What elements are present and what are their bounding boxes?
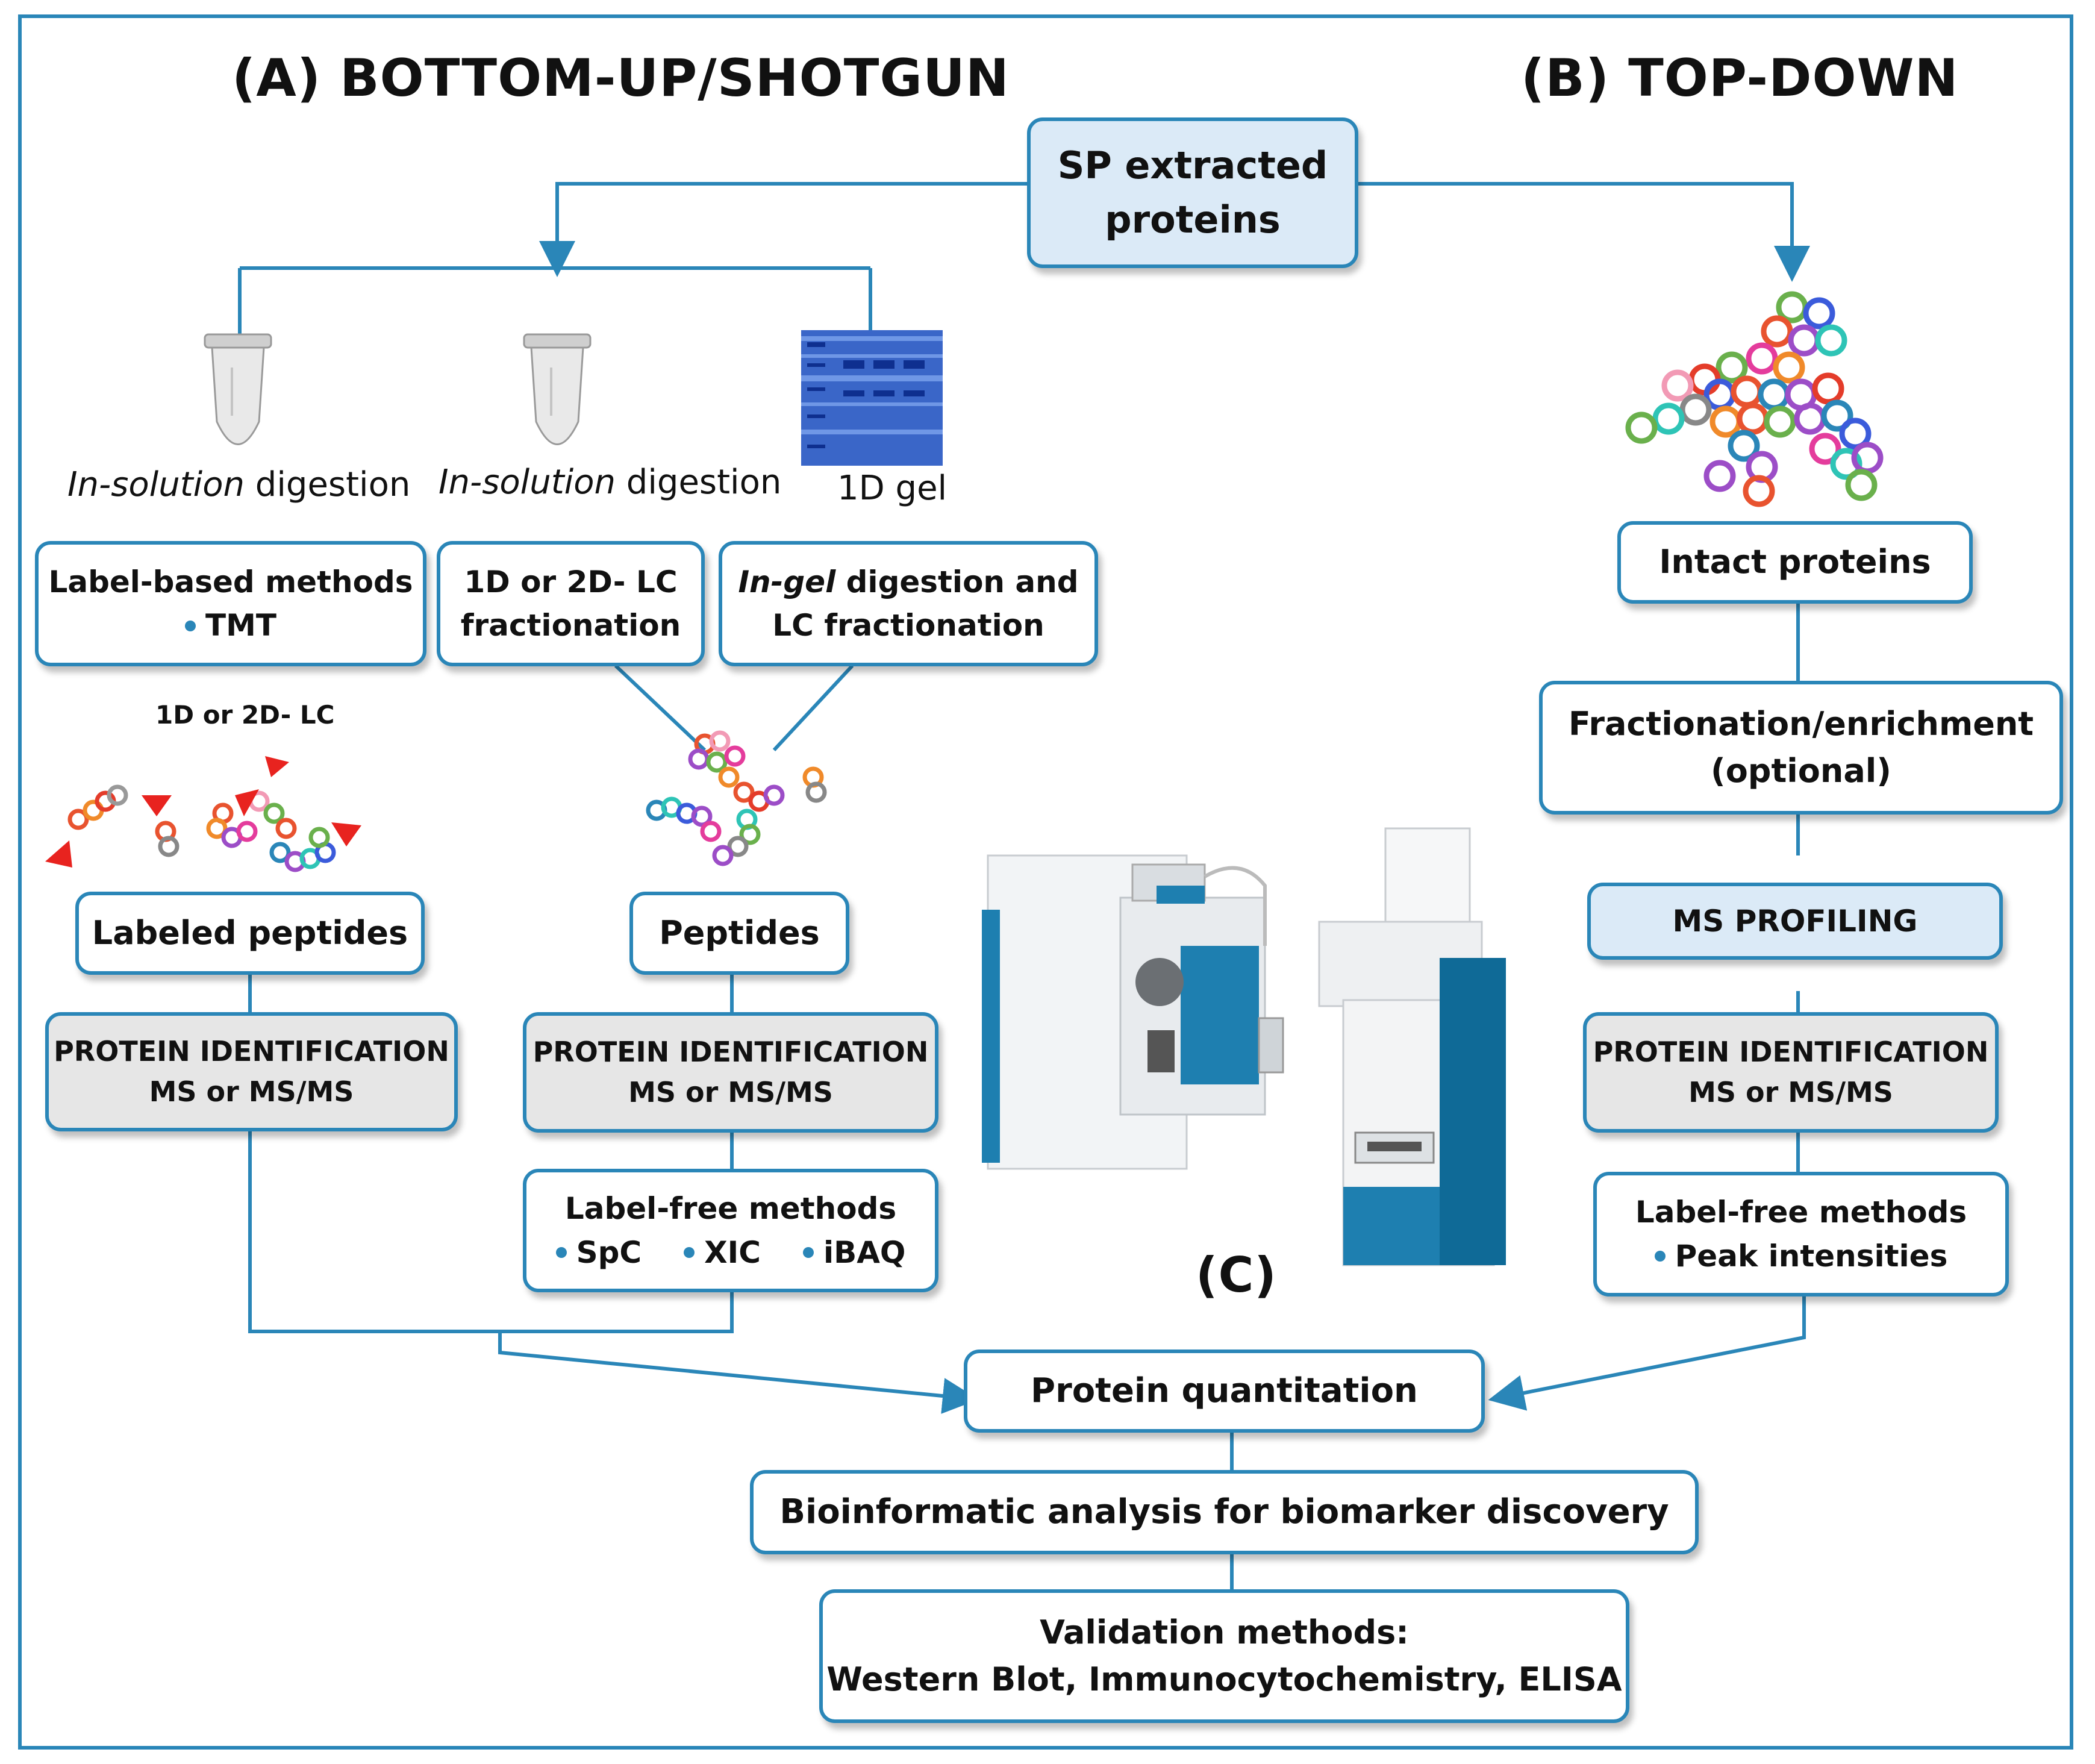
- intact-proteins-box: Intact proteins: [1617, 521, 1973, 604]
- in-solution-label-1: In-solution digestion: [67, 465, 411, 504]
- protein-id-mid-line-1: PROTEIN IDENTIFICATION: [532, 1036, 929, 1069]
- ms-profiling-box: MS PROFILING: [1587, 883, 2003, 960]
- gel-label: 1D gel: [837, 469, 948, 508]
- peptides-icon: [646, 730, 827, 866]
- lc-fractionation-line-1: 1D or 2D- LC: [464, 564, 678, 599]
- protein-id-left-line-1: PROTEIN IDENTIFICATION: [54, 1035, 449, 1068]
- validation-line-1: Validation methods:: [1040, 1613, 1409, 1651]
- gel-icon: [801, 330, 943, 466]
- section-c-label: (C): [1196, 1247, 1277, 1303]
- in-gel-line-2: LC fractionation: [772, 608, 1044, 643]
- source-line-1: SP extracted: [1057, 143, 1328, 188]
- lc-fractionation-box: 1D or 2D- LC fractionation: [437, 541, 705, 666]
- protein-identification-left-box: PROTEIN IDENTIFICATION MS or MS/MS: [45, 1012, 458, 1131]
- top-down-header: (B) TOP-DOWN: [1521, 48, 1959, 108]
- protein-identification-mid-box: PROTEIN IDENTIFICATION MS or MS/MS: [523, 1012, 938, 1133]
- in-solution-label-2: In-solution digestion: [439, 463, 782, 502]
- protein-identification-right-box: PROTEIN IDENTIFICATION MS or MS/MS: [1583, 1012, 1999, 1133]
- protein-id-left-line-2: MS or MS/MS: [149, 1075, 354, 1108]
- label-free-bullets: SpC XIC iBAQ: [555, 1231, 905, 1275]
- bullet-xic: XIC: [684, 1231, 761, 1275]
- bioinformatic-analysis-box: Bioinformatic analysis for biomarker dis…: [750, 1470, 1699, 1554]
- labeled-peptides-box: Labeled peptides: [75, 892, 425, 975]
- protein-id-mid-line-2: MS or MS/MS: [628, 1076, 833, 1109]
- label-free-title: Label-free methods: [564, 1191, 897, 1226]
- top-down-label-free-bullet: Peak intensities: [1654, 1234, 1947, 1278]
- label-based-methods-box: Label-based methods TMT: [35, 541, 426, 666]
- validation-line-2: Western Blot, Immunocytochemistry, ELISA: [826, 1660, 1622, 1698]
- fractionation-enrichment-box: Fractionation/enrichment (optional): [1539, 681, 2063, 815]
- bottom-up-header: (A) BOTTOM-UP/SHOTGUN: [232, 48, 1010, 108]
- source-proteins-box: SP extracted proteins: [1027, 117, 1358, 268]
- top-down-label-free-title: Label-free methods: [1635, 1195, 1967, 1230]
- label-based-title: Label-based methods: [48, 564, 413, 599]
- mass-spectrometer-icon: [982, 827, 1506, 1266]
- fractionation-line-1: Fractionation/enrichment: [1568, 704, 2034, 743]
- bullet-spc: SpC: [555, 1231, 642, 1275]
- in-gel-digestion-box: In-gel digestion and LC fractionation: [719, 541, 1098, 666]
- label-free-methods-box: Label-free methods SpC XIC iBAQ: [523, 1169, 938, 1292]
- validation-methods-box: Validation methods: Western Blot, Immuno…: [819, 1589, 1629, 1723]
- bullet-ibaq: iBAQ: [802, 1231, 905, 1275]
- protein-chain-icon: [1625, 291, 1884, 507]
- label-based-bullet: TMT: [185, 604, 276, 648]
- labeled-peptides-icon: [45, 756, 361, 872]
- tube-icon: [523, 333, 592, 445]
- label-free-top-down-box: Label-free methods Peak intensities: [1593, 1172, 2009, 1296]
- source-line-2: proteins: [1105, 198, 1281, 242]
- protein-quantitation-box: Protein quantitation: [964, 1350, 1485, 1433]
- fractionation-line-2: (optional): [1711, 752, 1891, 790]
- protein-id-right-line-2: MS or MS/MS: [1688, 1076, 1893, 1109]
- peptides-box: Peptides: [629, 892, 849, 975]
- tube-icon: [204, 333, 272, 445]
- lc-fractionation-line-2: fractionation: [460, 608, 681, 643]
- in-gel-line-1: In-gel digestion and: [738, 564, 1079, 599]
- figure-frame: [18, 14, 2073, 1750]
- protein-id-right-line-1: PROTEIN IDENTIFICATION: [1593, 1036, 1989, 1069]
- lc-note: 1D or 2D- LC: [155, 700, 335, 730]
